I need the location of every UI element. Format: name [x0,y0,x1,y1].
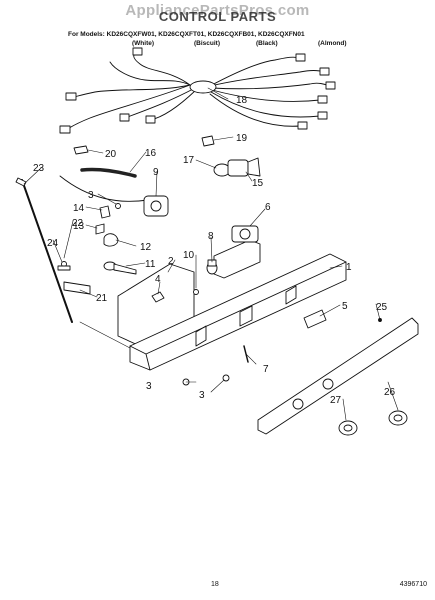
bracket [99,205,111,219]
models-prefix: For Models: [68,31,105,38]
callout-6: 6 [265,202,271,213]
page-title: CONTROL PARTS [158,9,277,24]
callout-19: 17 [183,155,195,166]
callout-9: 9 [153,167,159,178]
callout-20: 18 [236,95,248,106]
model-list: For Models: KD26CQXFW01, KD26CQXFT01, KD… [68,31,380,47]
callout-5: 4 [155,274,161,285]
mounting-bracket [303,309,327,329]
callout-4: 5 [342,301,348,312]
callout-25: 25 [376,302,388,313]
color-black: (Black) [256,40,278,47]
callout-17: 15 [252,178,264,189]
wire-tube [80,167,137,178]
callout-18: 16 [145,148,157,159]
callout-15: 21 [96,293,108,304]
callout-7: 7 [263,364,269,375]
callout-10: 10 [183,250,195,261]
leader-lines [23,87,399,421]
callout-13: 13 [73,221,85,232]
callout-8: 8 [208,231,214,242]
clip [73,145,89,155]
callout-1: 1 [346,262,352,273]
light-switch [206,259,218,275]
insulator [95,223,105,235]
control-bezel [257,317,419,435]
callout-3-lower-left: 3 [146,381,152,392]
knob-26 [388,410,408,426]
page-number: 18 [211,581,219,588]
color-almond: (Almond) [318,40,347,47]
lamp-assembly [213,157,261,177]
callout-22: 20 [105,149,117,160]
screw-lower-2 [222,374,230,382]
callout-27: 27 [330,395,342,406]
callout-23: 23 [33,163,45,174]
callout-3-lower-right: 3 [199,390,205,401]
washer [57,265,71,271]
callout-21: 19 [236,133,248,144]
callout-2: 2 [168,256,174,267]
screw [115,203,121,209]
document-number: 4396710 [399,581,427,588]
thermostat [59,175,169,217]
screw-10 [193,289,199,295]
callout-14: 14 [73,203,85,214]
callout-24: 24 [47,238,59,249]
color-biscuit: (Biscuit) [194,40,220,47]
callout-11: 11 [145,259,156,270]
callout-16: 22 [72,218,84,229]
sensor-rod [21,179,73,323]
callout-12: 12 [140,242,152,253]
callout-3-upper: 3 [88,190,94,201]
small-part [151,291,165,303]
models-numbers: KD26CQXFW01, KD26CQXFT01, KD26CQXFB01, K… [106,31,305,38]
shaft [103,261,137,275]
switch [231,225,259,243]
watermark: AppliancePartsPros.com [125,2,310,19]
callout-26: 26 [384,387,396,398]
knob-27 [338,420,358,436]
control-housing [129,239,347,371]
cam [103,233,119,247]
color-white: (White) [132,40,155,47]
wire-harness [59,47,336,134]
small-clip [201,135,215,147]
callouts: 18 19 20 16 17 15 23 9 3 14 13 12 11 2 1… [33,95,396,406]
